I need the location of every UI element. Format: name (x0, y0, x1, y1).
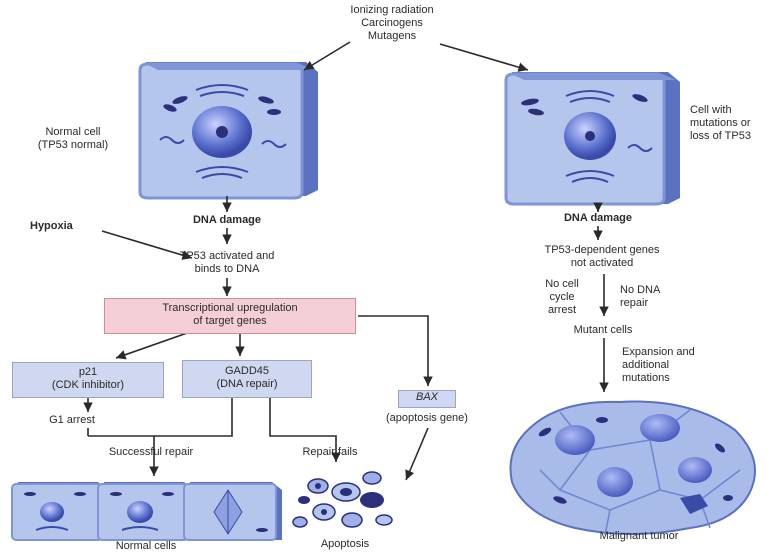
g1-arrest-label: G1 arrest (32, 414, 112, 427)
hypoxia-label: Hypoxia (30, 220, 110, 233)
causes-label: Ionizing radiation Carcinogens Mutagens (338, 4, 446, 43)
mutated-cell-label: Cell with mutations or loss of TP53 (690, 104, 767, 143)
transcriptional-upregulation-box: Transcriptional upregulation of target g… (104, 298, 356, 334)
normal-cell-illustration (140, 62, 318, 198)
cause-mutagens: Mutagens (338, 30, 446, 43)
successful-repair-label: Successful repair (76, 446, 226, 459)
dna-damage-label-right: DNA damage (540, 212, 656, 225)
p21-box: p21 (CDK inhibitor) (12, 362, 164, 398)
mutated-cell-illustration (506, 72, 680, 204)
cause-ionizing-radiation: Ionizing radiation (338, 4, 446, 17)
apoptosis-illustration (293, 472, 392, 527)
mutant-cells-label: Mutant cells (548, 324, 658, 337)
bax-box: BAX (398, 390, 456, 408)
dna-damage-label-left: DNA damage (172, 214, 282, 227)
normal-cell-label: Normal cell (TP53 normal) (18, 126, 128, 152)
gadd45-box: GADD45 (DNA repair) (182, 360, 312, 398)
malignant-tumor-label: Malignant tumor (574, 530, 704, 543)
apoptosis-label: Apoptosis (300, 538, 390, 551)
bax-caption: (apoptosis gene) (362, 412, 492, 425)
malignant-tumor-illustration (510, 402, 755, 535)
tp53-not-activated-label: TP53-dependent genes not activated (512, 244, 692, 270)
normal-cells-label: Normal cells (86, 540, 206, 553)
no-cell-cycle-arrest-label: No cell cycle arrest (532, 278, 592, 317)
repair-fails-label: Repair fails (280, 446, 380, 459)
cause-carcinogens: Carcinogens (338, 17, 446, 30)
no-dna-repair-label: No DNA repair (620, 284, 690, 310)
normal-cells-illustration (12, 482, 282, 540)
tp53-activated-label: TP53 activated and binds to DNA (142, 250, 312, 276)
expansion-label: Expansion and additional mutations (622, 346, 732, 385)
